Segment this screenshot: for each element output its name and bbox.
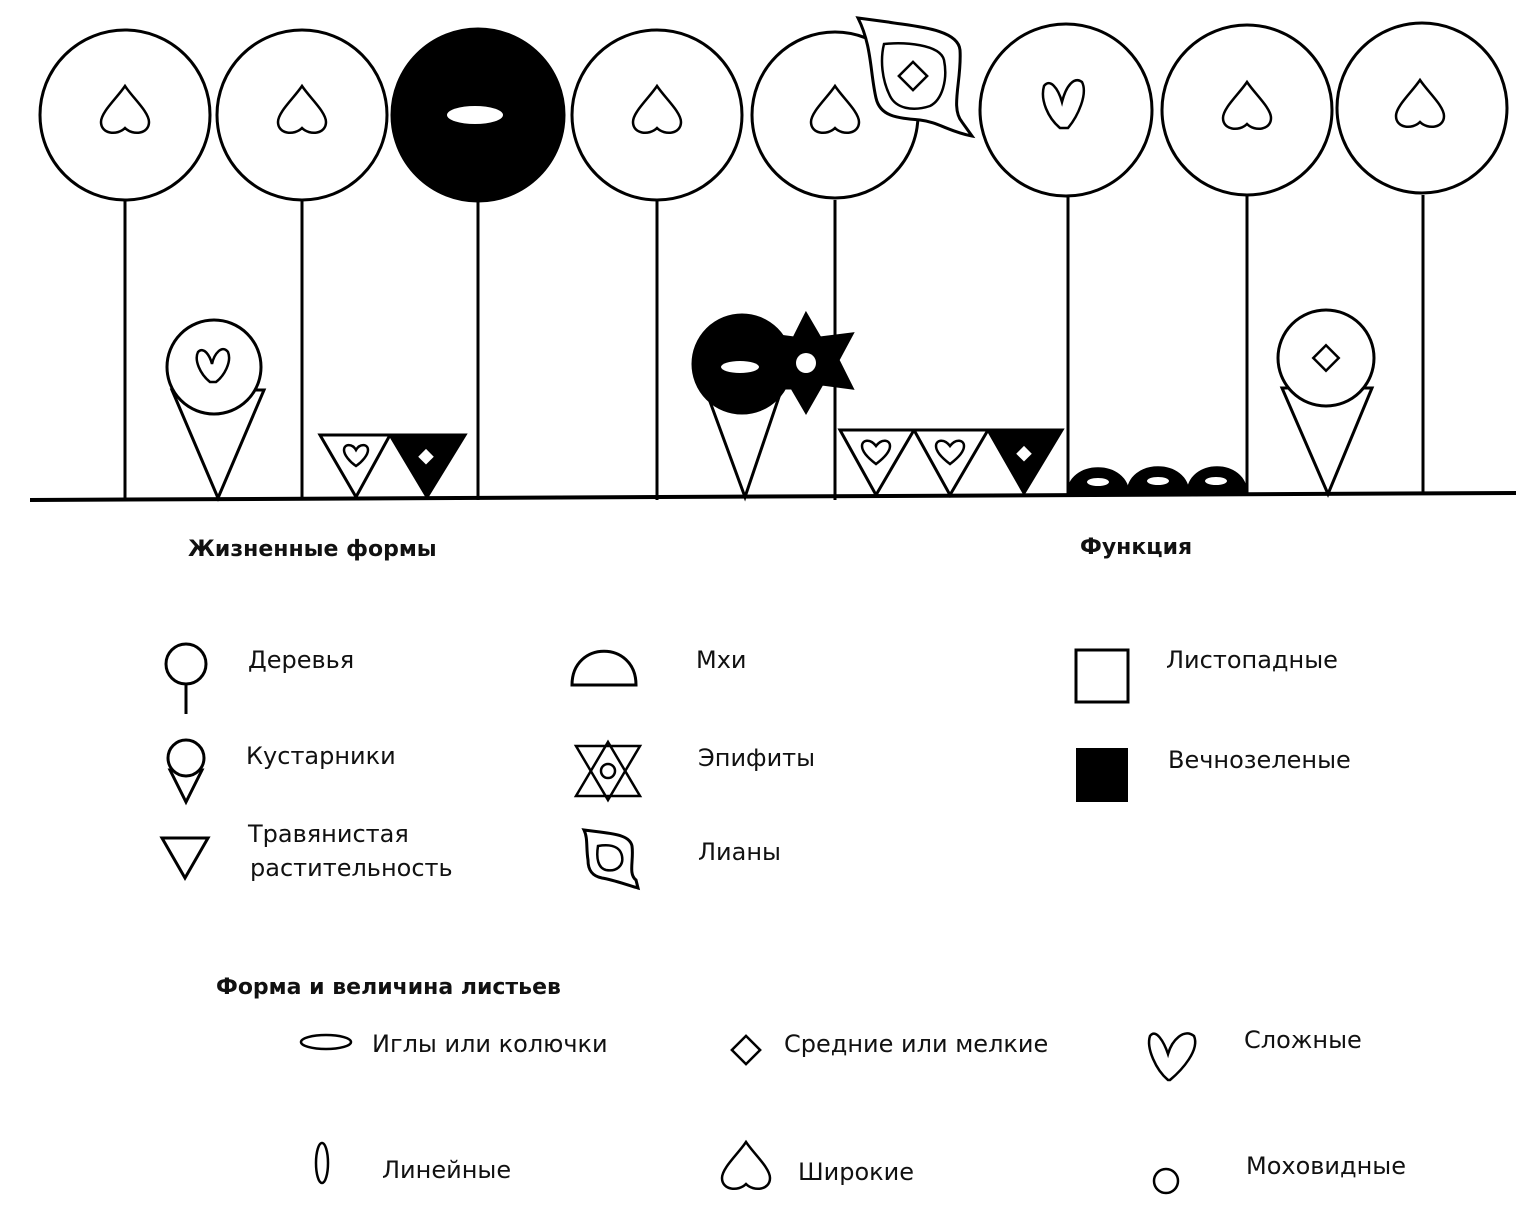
legend-herbs-label-line2: растительность: [250, 854, 453, 882]
star-icon: [573, 739, 643, 803]
needle-ellipse-icon: [299, 1033, 353, 1051]
linear-leaf-icon: [314, 1141, 330, 1185]
legend-broad: Широкие: [720, 1140, 914, 1191]
tree-deciduous-broad: [1160, 23, 1334, 495]
legend-lianas: Лианы: [581, 828, 781, 891]
herb-deciduous-broad: [911, 428, 991, 499]
legend-evergreen-label: Вечнозеленые: [1168, 746, 1351, 774]
legend-trees: Деревья: [164, 642, 354, 714]
tree-icon: [164, 642, 208, 714]
tree-deciduous-compound: [978, 22, 1154, 497]
legend-linear: Линейные: [314, 1141, 511, 1185]
black-square-icon: [1076, 748, 1128, 802]
moss-dome-icon: [570, 649, 638, 687]
heading-function: Функция: [1080, 535, 1192, 560]
scene: [29, 16, 1517, 502]
legend-herbs-label-line1: Травянистая: [247, 820, 409, 848]
moss-evergreen: [1186, 466, 1248, 496]
ground-line: [29, 491, 1517, 502]
mosslike-circle-icon: [1152, 1167, 1180, 1195]
heading-leaf-shape: Форма и величина листьев: [216, 975, 561, 1000]
liana-icon: [581, 828, 641, 891]
legend-lianas-label: Лианы: [698, 838, 781, 866]
herb-deciduous-broad: [317, 433, 393, 501]
legend-needles-label: Иглы или колючки: [372, 1030, 608, 1058]
white-square-icon: [1074, 648, 1130, 704]
tree-deciduous-broad: [38, 28, 212, 500]
legend-broad-label: Широкие: [798, 1158, 914, 1186]
legend-shrubs-label: Кустарники: [246, 742, 396, 770]
shrub-icon: [166, 738, 206, 806]
legend-deciduous-label: Листопадные: [1166, 646, 1338, 674]
shrub-deciduous-compound: [165, 318, 267, 502]
legend-compound: Сложные: [1147, 1026, 1362, 1082]
compound-leaf-icon: [1147, 1032, 1197, 1082]
heading-life-forms: Жизненные формы: [188, 537, 437, 562]
herb-evergreen-medium: [985, 428, 1065, 496]
legend-herbs: Травянистая растительность: [159, 820, 453, 882]
epiphyte-evergreen: [759, 310, 855, 415]
legend-deciduous: Листопадные: [1074, 646, 1338, 704]
legend-mosslike: Моховидные: [1152, 1152, 1406, 1195]
herb-deciduous-broad: [837, 428, 917, 499]
broad-leaf-icon: [720, 1140, 772, 1191]
tree-deciduous-broad: [570, 28, 744, 500]
diamond-icon: [730, 1034, 762, 1066]
tree-deciduous-broad: [1335, 21, 1509, 495]
moss-evergreen: [1066, 467, 1130, 497]
legend-epiphytes-label: Эпифиты: [698, 744, 815, 772]
legend-mosslike-label: Моховидные: [1246, 1152, 1406, 1180]
herb-evergreen-medium: [387, 433, 468, 500]
tree-evergreen-needles: [390, 27, 566, 500]
shrub-deciduous-medium: [1276, 308, 1376, 498]
legend-medium-small-label: Средние или мелкие: [784, 1030, 1048, 1058]
herb-triangle-icon: [159, 836, 211, 882]
legend-trees-label: Деревья: [248, 646, 354, 674]
legend-needles: Иглы или колючки: [299, 1030, 608, 1058]
legend-linear-label: Линейные: [382, 1156, 511, 1184]
legend-mosses: Мхи: [570, 646, 747, 687]
legend-mosses-label: Мхи: [696, 646, 747, 674]
legend-compound-label: Сложные: [1244, 1026, 1362, 1054]
legend-shrubs: Кустарники: [166, 738, 396, 806]
legend-medium-small: Средние или мелкие: [730, 1030, 1048, 1066]
tree-deciduous-broad: [215, 28, 389, 500]
legend-epiphytes: Эпифиты: [573, 739, 815, 803]
liana-symbol: [855, 16, 976, 139]
moss-evergreen: [1126, 466, 1190, 496]
legend-evergreen: Вечнозеленые: [1076, 746, 1351, 802]
